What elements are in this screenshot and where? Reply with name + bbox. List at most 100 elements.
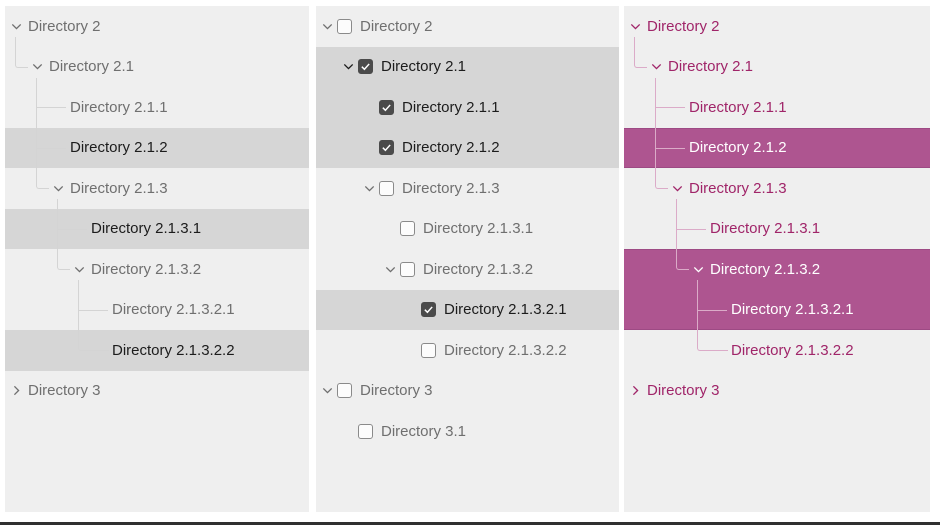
chevron-down-icon[interactable] [70, 260, 88, 278]
tree-item-directory-2-1[interactable]: Directory 2.1 [316, 46, 619, 87]
tree-item-label: Directory 2 [647, 17, 720, 35]
checkbox-checked[interactable] [379, 99, 394, 115]
tree-item-label: Directory 2.1 [668, 58, 754, 76]
tree-item-label: Directory 2.1.3.2 [710, 260, 821, 278]
tree-item-label: Directory 2.1 [49, 58, 135, 76]
checkbox-unchecked[interactable] [400, 221, 415, 237]
tree-item-label: Directory 3.1 [381, 422, 467, 440]
tree-item-label: Directory 2.1.3.2 [423, 260, 534, 278]
tree-item-label: Directory 2.1.2 [70, 139, 168, 157]
chevron-spacer [402, 301, 420, 319]
tree-item-label: Directory 2.1.3.2.1 [731, 301, 854, 319]
chevron-down-icon[interactable] [626, 17, 644, 35]
chevron-right-icon[interactable] [7, 382, 25, 400]
chevron-down-icon[interactable] [668, 179, 686, 197]
tree-item-directory-2-1-3-1[interactable]: Directory 2.1.3.1 [5, 208, 309, 249]
checkbox-checked[interactable] [358, 59, 373, 75]
tree-item-directory-2[interactable]: Directory 2 [5, 6, 309, 47]
tree-item-directory-3[interactable]: Directory 3 [5, 371, 309, 412]
chevron-spacer [381, 220, 399, 238]
tree-item-directory-2-1-3-2-1[interactable]: Directory 2.1.3.2.1 [624, 289, 930, 330]
chevron-spacer [689, 220, 707, 238]
tree-item-label: Directory 2.1.3.2.2 [112, 341, 235, 359]
tree-item-label: Directory 2.1.1 [402, 98, 500, 116]
tree-item-directory-2-1-1[interactable]: Directory 2.1.1 [316, 87, 619, 128]
chevron-down-icon[interactable] [49, 179, 67, 197]
checkbox-unchecked[interactable] [421, 342, 436, 358]
chevron-down-icon[interactable] [647, 58, 665, 76]
tree-item-label: Directory 3 [28, 382, 101, 400]
tree-item-label: Directory 2.1.3.2.2 [444, 341, 567, 359]
checkbox-unchecked[interactable] [337, 383, 352, 399]
tree-item-directory-2-1-3-1[interactable]: Directory 2.1.3.1 [316, 209, 619, 250]
tree-item-directory-3-1[interactable]: Directory 3.1 [316, 411, 619, 452]
tree-item-label: Directory 2.1.3.1 [710, 220, 821, 238]
chevron-down-icon[interactable] [360, 179, 378, 197]
chevron-down-icon[interactable] [339, 58, 357, 76]
chevron-down-icon[interactable] [318, 382, 336, 400]
checkbox-checked[interactable] [421, 302, 436, 318]
tree-item-label: Directory 2.1.3.2.2 [731, 341, 854, 359]
tree-item-label: Directory 2.1.1 [70, 98, 168, 116]
tree-item-directory-2-1-3-2-2[interactable]: Directory 2.1.3.2.2 [624, 330, 930, 371]
chevron-spacer [49, 139, 67, 157]
chevron-spacer [668, 139, 686, 157]
chevron-down-icon[interactable] [28, 58, 46, 76]
tree-item-label: Directory 3 [647, 382, 720, 400]
chevron-spacer [339, 422, 357, 440]
chevron-spacer [91, 301, 109, 319]
checkbox-unchecked[interactable] [337, 18, 352, 34]
chevron-down-icon[interactable] [381, 260, 399, 278]
tree-item-directory-2-1-2[interactable]: Directory 2.1.2 [624, 127, 930, 168]
tree-item-label: Directory 2.1.3.1 [91, 220, 202, 238]
tree-item-directory-2-1-3[interactable]: Directory 2.1.3 [316, 168, 619, 209]
chevron-spacer [710, 341, 728, 359]
tree-item-label: Directory 2.1 [381, 58, 467, 76]
tree-item-label: Directory 2.1.3.2 [91, 260, 202, 278]
window-bottom-edge [0, 522, 940, 525]
tree-item-directory-2-1-3-2[interactable]: Directory 2.1.3.2 [624, 249, 930, 290]
chevron-spacer [668, 98, 686, 116]
tree-item-directory-2-1-3-2-1[interactable]: Directory 2.1.3.2.1 [316, 289, 619, 330]
tree-item-label: Directory 2.1.1 [689, 98, 787, 116]
tree-item-directory-2-1-3-2-1[interactable]: Directory 2.1.3.2.1 [5, 290, 309, 331]
tree-item-label: Directory 2.1.2 [689, 139, 787, 157]
chevron-right-icon[interactable] [626, 382, 644, 400]
chevron-down-icon[interactable] [689, 260, 707, 278]
tree-item-directory-2-1[interactable]: Directory 2.1 [624, 47, 930, 88]
tree-item-directory-2-1-2[interactable]: Directory 2.1.2 [5, 127, 309, 168]
tree-item-directory-2-1-3[interactable]: Directory 2.1.3 [5, 168, 309, 209]
tree-item-directory-2-1-3[interactable]: Directory 2.1.3 [624, 168, 930, 209]
checkbox-unchecked[interactable] [400, 261, 415, 277]
tree-item-directory-3[interactable]: Directory 3 [624, 371, 930, 412]
tree-item-label: Directory 2.1.3.1 [423, 220, 534, 238]
tree-item-label: Directory 2.1.3 [402, 179, 500, 197]
tree-item-directory-2-1[interactable]: Directory 2.1 [5, 47, 309, 88]
tree-item-label: Directory 2 [360, 17, 433, 35]
checkbox-unchecked[interactable] [358, 423, 373, 439]
chevron-spacer [70, 220, 88, 238]
chevron-spacer [49, 98, 67, 116]
tree-item-label: Directory 2.1.2 [402, 139, 500, 157]
checkbox-unchecked[interactable] [379, 180, 394, 196]
tree-item-directory-2-1-3-2[interactable]: Directory 2.1.3.2 [5, 249, 309, 290]
chevron-spacer [91, 341, 109, 359]
tree-item-label: Directory 2.1.3.2.1 [112, 301, 235, 319]
chevron-spacer [710, 301, 728, 319]
tree-item-directory-2-1-3-2-2[interactable]: Directory 2.1.3.2.2 [5, 330, 309, 371]
tree-item-directory-2-1-2[interactable]: Directory 2.1.2 [316, 127, 619, 168]
checkbox-checked[interactable] [379, 140, 394, 156]
tree-item-directory-3[interactable]: Directory 3 [316, 371, 619, 412]
chevron-down-icon[interactable] [7, 17, 25, 35]
tree-item-directory-2-1-1[interactable]: Directory 2.1.1 [5, 87, 309, 128]
chevron-down-icon[interactable] [318, 17, 336, 35]
tree-item-directory-2[interactable]: Directory 2 [316, 6, 619, 47]
tree-item-directory-2-1-3-1[interactable]: Directory 2.1.3.1 [624, 209, 930, 250]
tree-item-label: Directory 2 [28, 17, 101, 35]
tree-item-directory-2-1-3-2-2[interactable]: Directory 2.1.3.2.2 [316, 330, 619, 371]
tree-item-directory-2-1-1[interactable]: Directory 2.1.1 [624, 87, 930, 128]
tree-item-directory-2-1-3-2[interactable]: Directory 2.1.3.2 [316, 249, 619, 290]
tree-item-directory-2[interactable]: Directory 2 [624, 6, 930, 47]
